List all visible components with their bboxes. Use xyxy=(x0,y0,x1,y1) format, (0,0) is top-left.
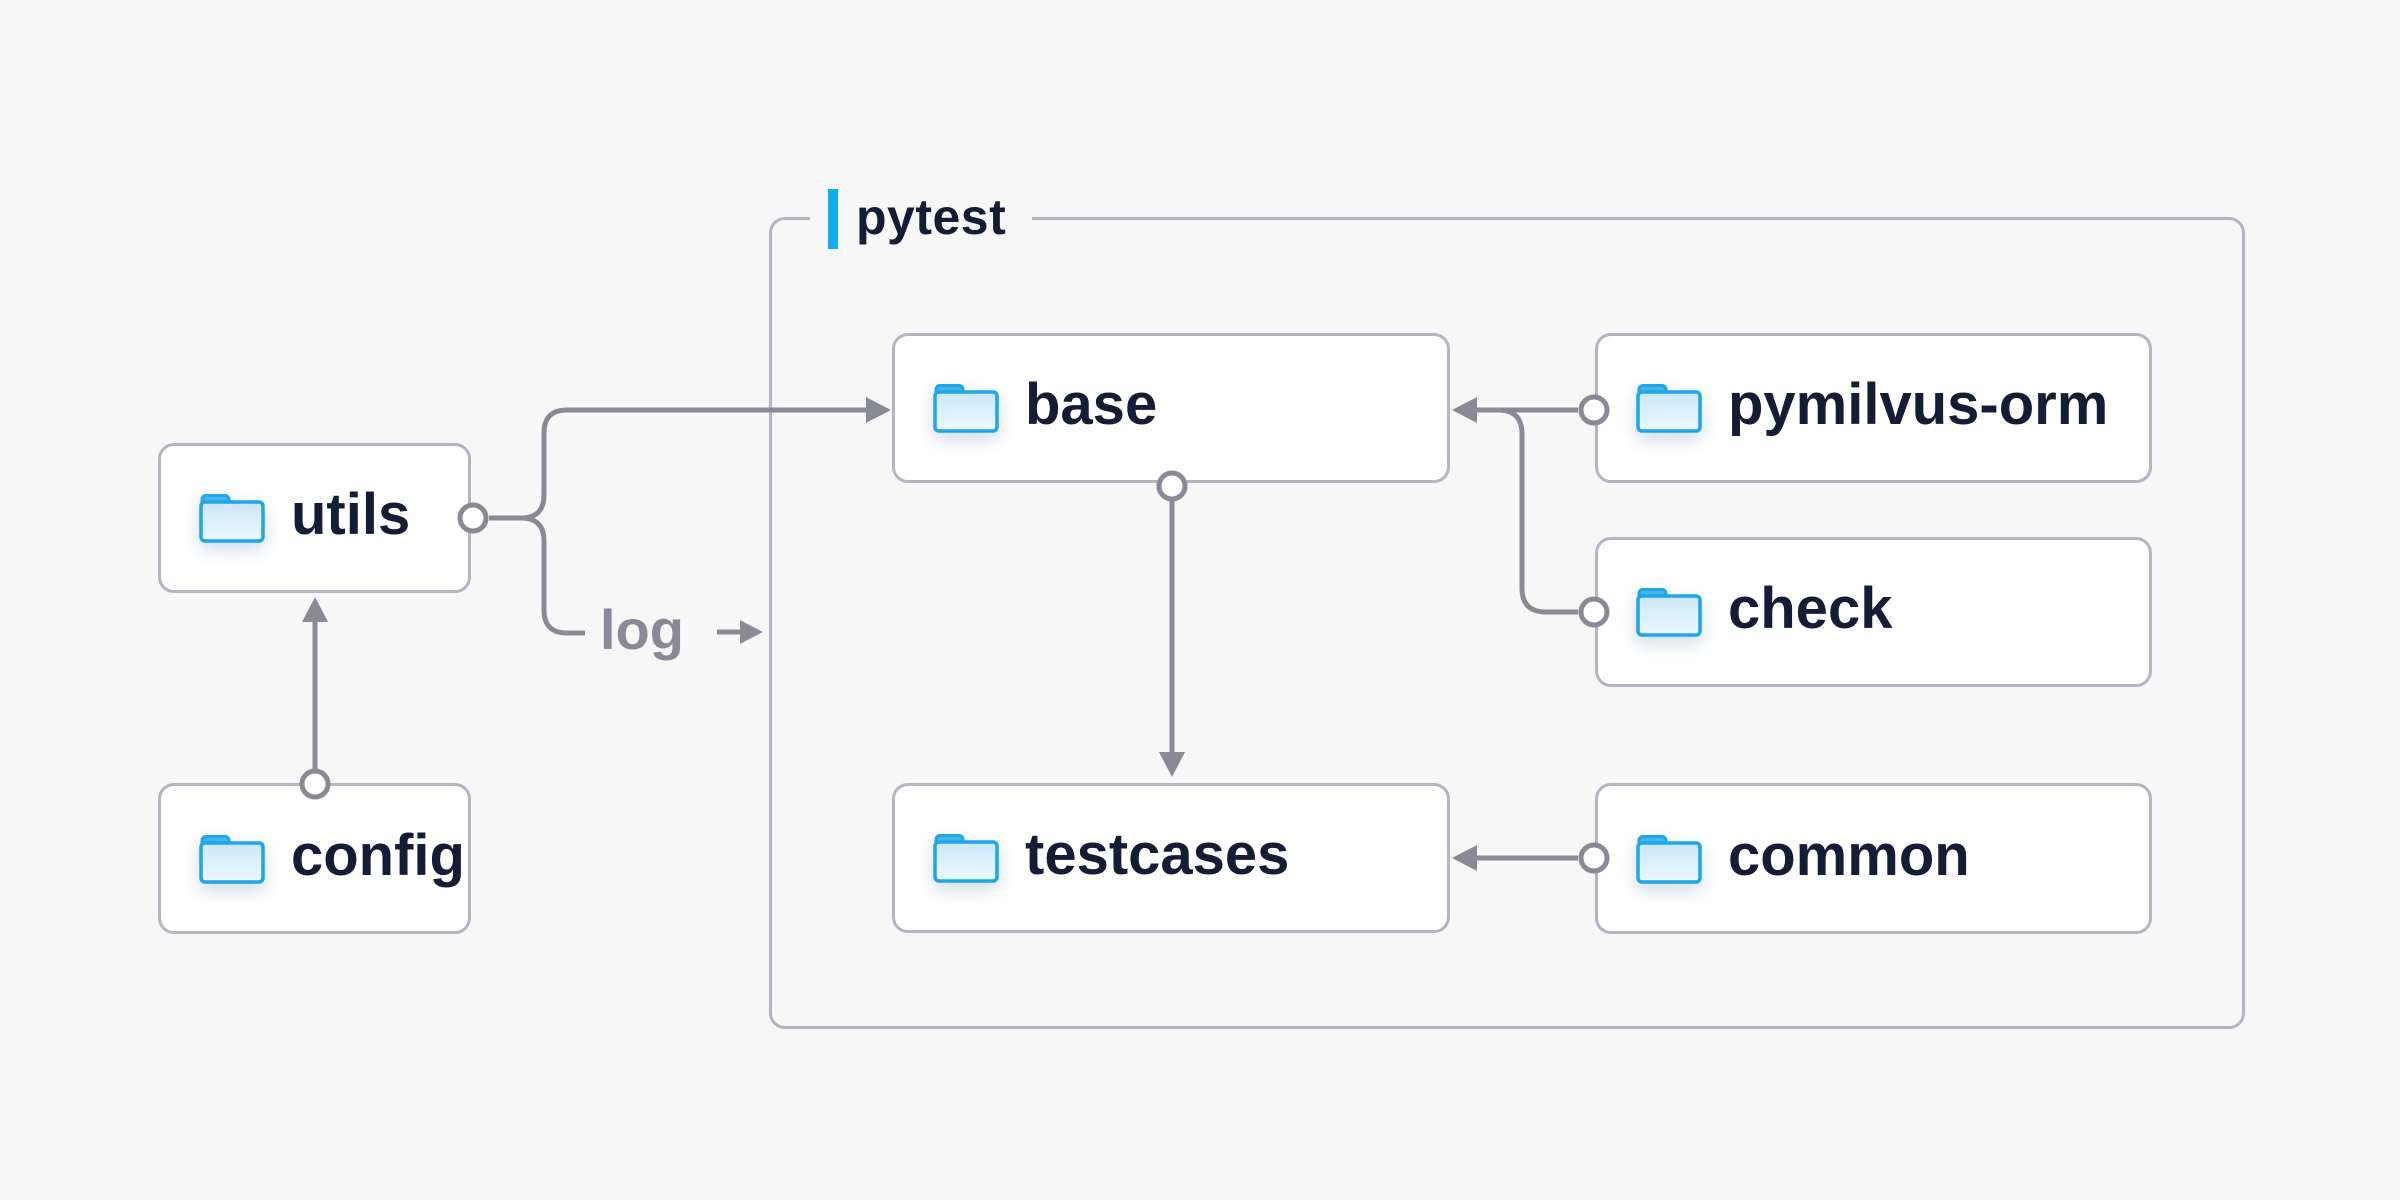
folder-icon xyxy=(1636,587,1702,637)
node-config: config xyxy=(158,783,471,934)
node-testcases-label: testcases xyxy=(1025,822,1290,887)
folder-icon xyxy=(933,383,999,433)
folder-icon xyxy=(199,834,265,884)
folder-icon xyxy=(933,833,999,883)
edge-label-log: log xyxy=(600,598,684,661)
accent-bar xyxy=(828,189,838,249)
folder-icon xyxy=(1636,834,1702,884)
pytest-group-label: pytest xyxy=(810,187,1033,251)
node-pymilvus-orm-label: pymilvus-orm xyxy=(1728,372,2109,437)
edge-config-to-utils xyxy=(302,597,328,770)
node-base-label: base xyxy=(1025,372,1158,437)
node-pymilvus-orm: pymilvus-orm xyxy=(1595,333,2152,483)
node-check-label: check xyxy=(1728,576,1893,641)
node-base: base xyxy=(892,333,1450,483)
node-check: check xyxy=(1595,537,2152,687)
node-common: common xyxy=(1595,783,2152,934)
node-utils: utils xyxy=(158,443,471,593)
node-utils-label: utils xyxy=(291,482,411,547)
pytest-group: pytest xyxy=(769,187,2245,1029)
pytest-group-title: pytest xyxy=(856,189,1007,245)
folder-icon xyxy=(1636,383,1702,433)
node-config-label: config xyxy=(291,822,465,888)
node-common-label: common xyxy=(1728,822,1970,888)
node-testcases: testcases xyxy=(892,783,1450,933)
folder-icon xyxy=(199,493,265,543)
